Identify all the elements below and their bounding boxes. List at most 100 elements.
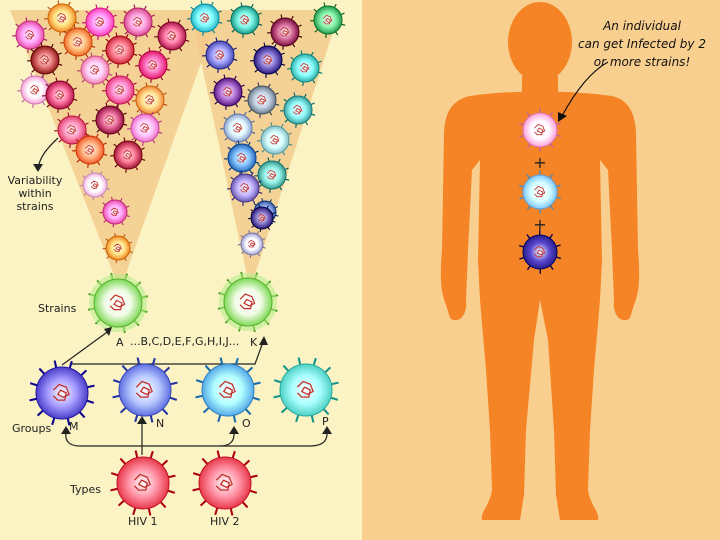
- virus-rna: [270, 134, 280, 145]
- virus-rna: [30, 84, 40, 95]
- virus-rna: [123, 149, 133, 160]
- virus-capsid: [95, 105, 125, 135]
- virus-rna: [267, 169, 277, 180]
- virus-capsid: [93, 278, 143, 328]
- virus-rna: [323, 14, 333, 25]
- virus-rna: [73, 36, 83, 47]
- virus-capsid: [138, 50, 168, 80]
- virus-capsid: [63, 27, 93, 57]
- group-n-label: N: [156, 417, 164, 430]
- to-o-arrow-icon: [219, 431, 235, 447]
- virus-capsid: [157, 21, 187, 51]
- strain-k-label: K: [250, 336, 258, 349]
- virus-rna: [133, 16, 143, 27]
- strain-a-virus-icon: [87, 272, 149, 334]
- virus-rna: [215, 473, 233, 491]
- hiv-2-label: HIV 2: [210, 515, 240, 528]
- virus-capsid: [80, 55, 110, 85]
- virus-rna: [233, 122, 243, 133]
- virus-capsid: [223, 277, 273, 327]
- virus-rna: [40, 54, 50, 65]
- virus-rna: [110, 207, 119, 216]
- strain-variants-left: [12, 0, 190, 264]
- group-p-label: P: [322, 415, 329, 428]
- virus-rna: [135, 380, 153, 398]
- virus-capsid: [257, 160, 287, 190]
- m-to-a-arrow-icon: [61, 329, 111, 366]
- virus-capsid: [290, 53, 320, 83]
- variability-label-2: within: [18, 187, 51, 200]
- virus-capsid: [57, 115, 87, 145]
- m-to-a-arrowhead-icon: [104, 327, 112, 336]
- plus-sign-2: +: [533, 215, 546, 234]
- virus-capsid: [223, 113, 253, 143]
- virus-capsid: [105, 235, 131, 261]
- virus-rna: [258, 213, 266, 222]
- virus-capsid: [230, 173, 260, 203]
- virus-rna: [55, 89, 65, 100]
- virus-capsid: [201, 363, 255, 417]
- to-o-arrowhead-icon: [229, 426, 239, 434]
- virus-rna: [85, 144, 95, 155]
- virus-capsid: [205, 40, 235, 70]
- virus-rna: [145, 94, 155, 105]
- virus-capsid: [190, 3, 220, 33]
- types-label: Types: [69, 483, 101, 496]
- virus-capsid: [230, 5, 260, 35]
- virus-capsid: [240, 232, 264, 256]
- virus-rna: [257, 94, 267, 105]
- group-p-virus-icon: [273, 357, 339, 423]
- m-to-k-arrowhead-icon: [259, 336, 268, 345]
- virus-rna: [300, 62, 310, 73]
- virus-rna: [115, 44, 125, 55]
- virus-rna: [534, 123, 546, 136]
- virus-rna: [534, 245, 546, 258]
- groups-label: Groups: [12, 422, 51, 435]
- infecting-strain-2-virus-icon: [519, 170, 561, 214]
- virus-capsid: [247, 85, 277, 115]
- virus-rna: [280, 26, 290, 37]
- virus-capsid: [283, 95, 313, 125]
- virus-capsid: [123, 7, 153, 37]
- virus-rna: [534, 185, 546, 198]
- annotation-arrow-icon: [561, 61, 609, 117]
- groups-bracket-arrow-icon: [65, 431, 328, 447]
- virus-capsid: [522, 112, 558, 148]
- variability-arrowhead-icon: [33, 164, 43, 172]
- virus-capsid: [250, 206, 274, 230]
- group-o-virus-icon: [195, 357, 261, 423]
- virus-rna: [218, 380, 236, 398]
- virus-rna: [95, 16, 105, 27]
- strain-k-virus-icon: [217, 271, 279, 333]
- virus-capsid: [198, 456, 252, 510]
- virus-rna: [105, 114, 115, 125]
- hiv-2-virus-icon: [192, 450, 258, 516]
- virus-capsid: [15, 20, 45, 50]
- infecting-strain-3-virus-icon: [519, 230, 561, 274]
- virus-capsid: [270, 17, 300, 47]
- virus-rna: [90, 64, 100, 75]
- virus-capsid: [213, 77, 243, 107]
- annotation-line-3: or more strains!: [594, 55, 691, 69]
- virus-capsid: [253, 45, 283, 75]
- virus-rna: [223, 86, 233, 97]
- hiv-1-virus-icon: [110, 450, 176, 516]
- annotation-arrowhead-icon: [558, 112, 567, 122]
- virus-capsid: [113, 140, 143, 170]
- group-o-label: O: [242, 417, 251, 430]
- virus-capsid: [313, 5, 343, 35]
- variability-label-1: Variability: [8, 174, 63, 187]
- group-m-label: M: [69, 420, 79, 433]
- virus-rna: [248, 239, 256, 248]
- virus-capsid: [522, 174, 558, 210]
- annotation-line-2: can get Infected by 2: [578, 37, 706, 51]
- virus-rna: [296, 380, 314, 398]
- annotation-line-1: An individual: [602, 19, 682, 33]
- virus-capsid: [82, 172, 108, 198]
- virus-rna: [90, 180, 99, 189]
- virus-rna: [109, 294, 126, 311]
- group-m-virus-icon: [29, 360, 95, 426]
- virus-rna: [263, 54, 273, 65]
- virus-capsid: [135, 85, 165, 115]
